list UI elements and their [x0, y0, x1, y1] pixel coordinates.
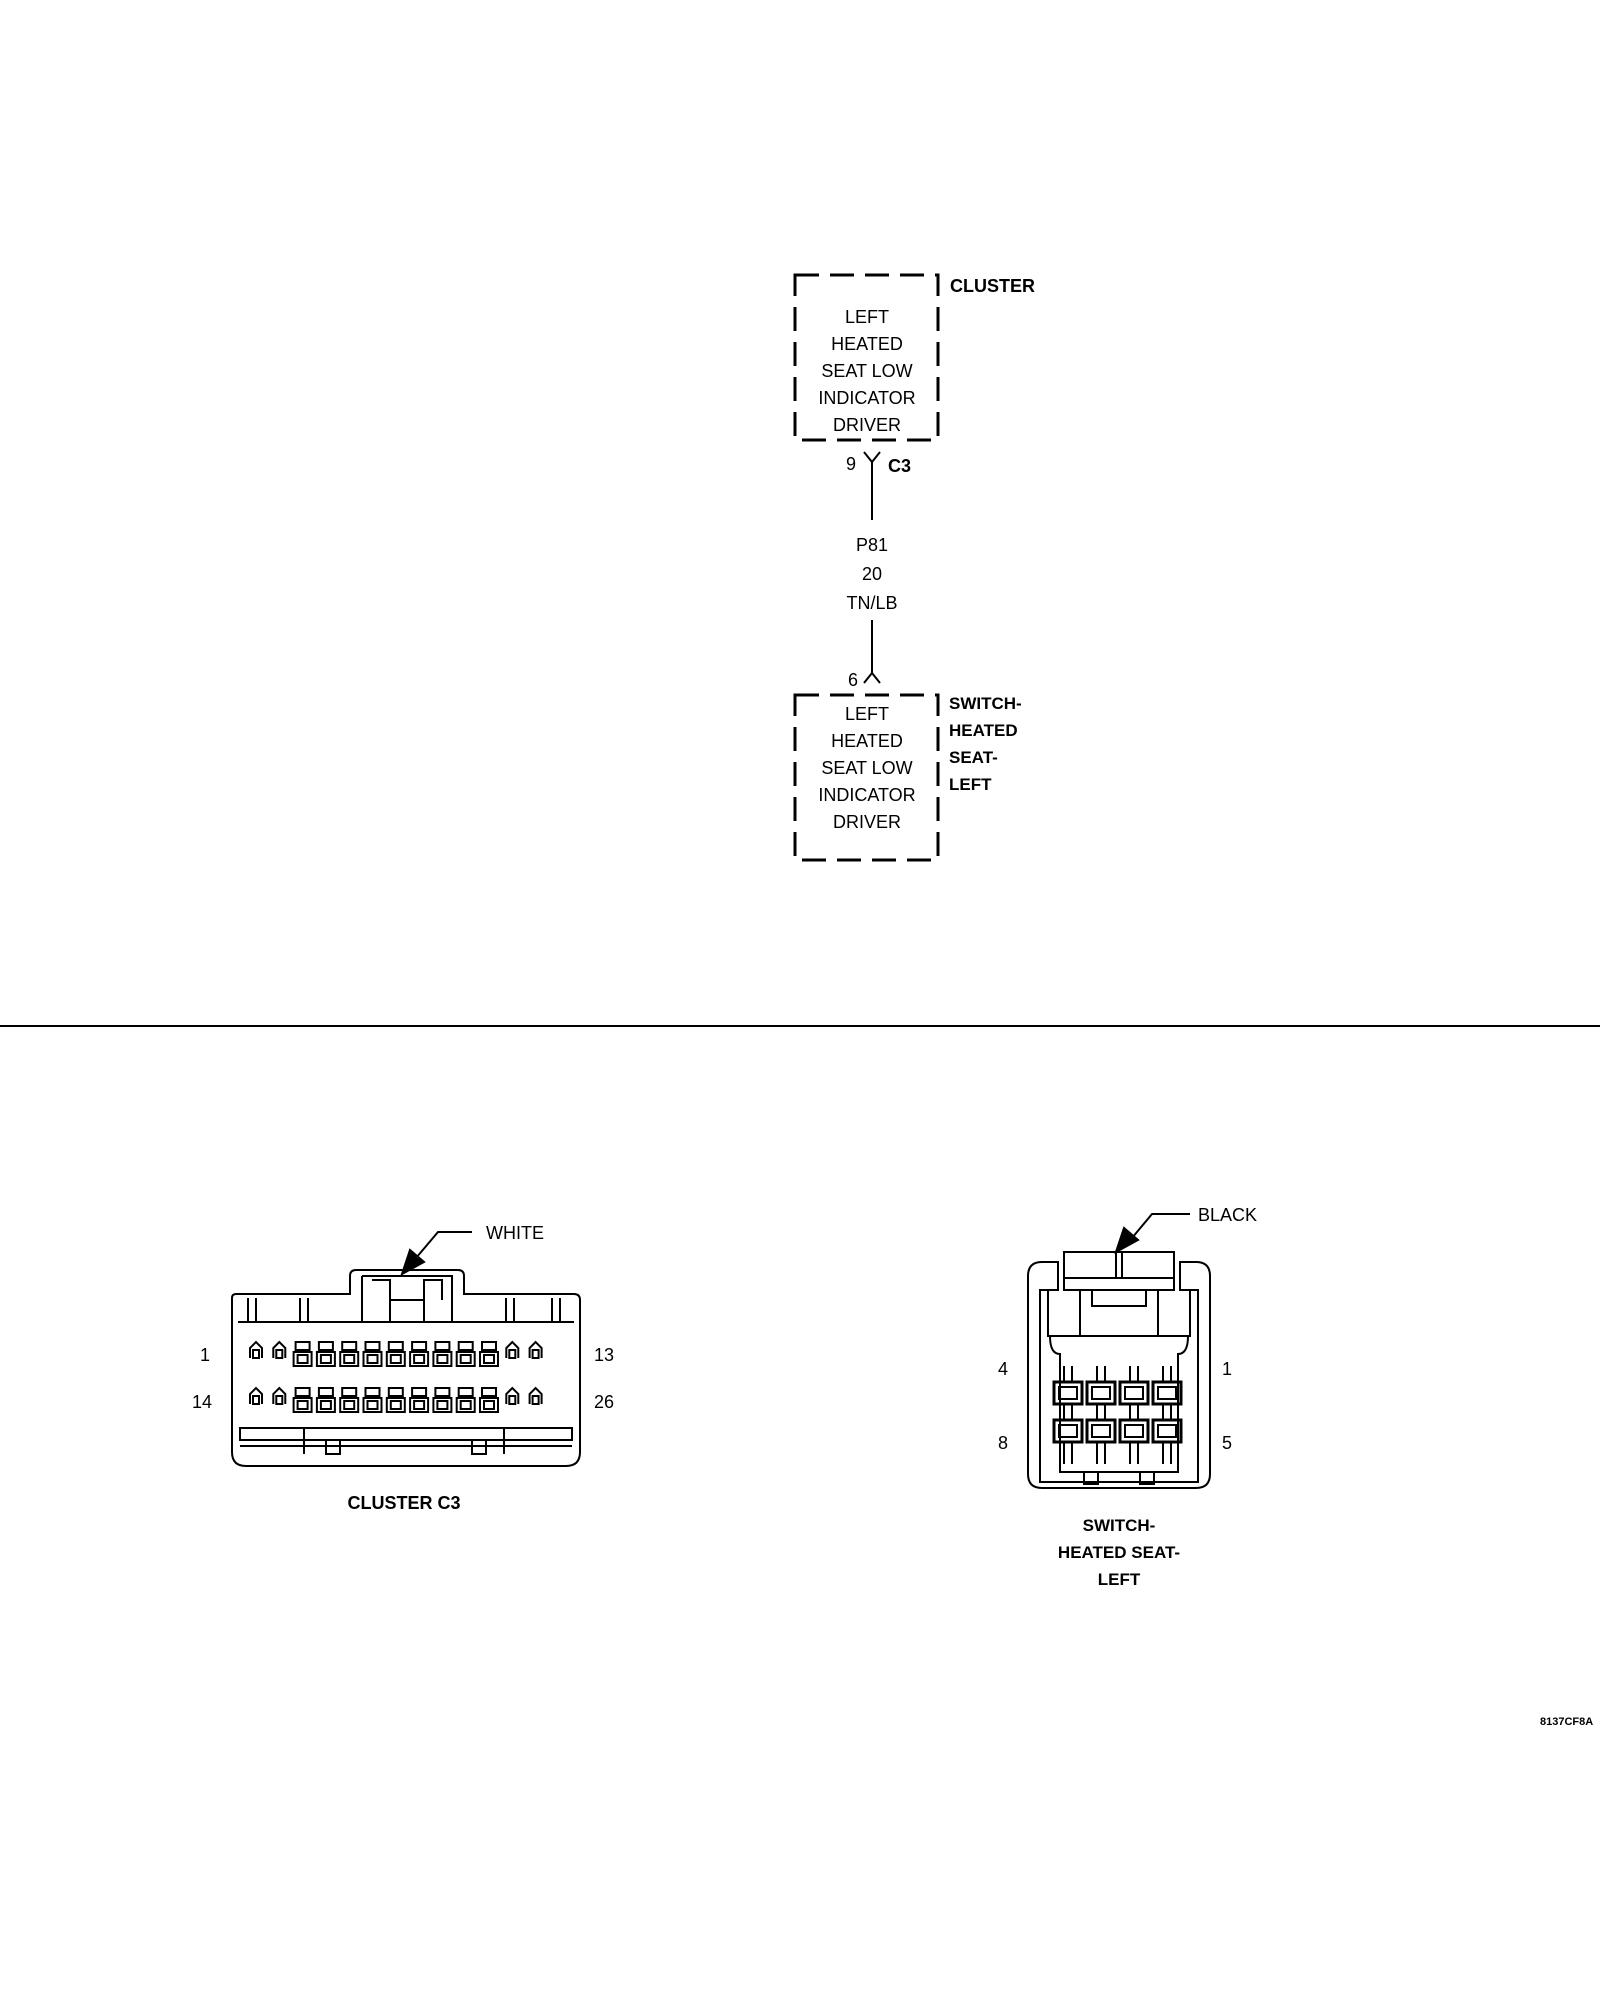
terminal-cavity: [1052, 1366, 1084, 1406]
switch-pin-8-label: 8: [998, 1433, 1009, 1453]
terminal-cavity: [432, 1341, 453, 1367]
terminal-cavity: [339, 1387, 360, 1413]
cluster-c3-terminal-cavities: [249, 1340, 543, 1413]
terminal-cavity: [1052, 1404, 1084, 1464]
switch-label-line: LEFT: [949, 775, 992, 794]
terminal-cavity: [528, 1340, 543, 1359]
switch-pin-1-label: 1: [1222, 1359, 1233, 1379]
switch-function-line: HEATED: [831, 731, 903, 751]
terminal-cavity: [249, 1340, 263, 1359]
switch-connector-face: [1027, 1251, 1211, 1489]
terminal-cavity: [1151, 1366, 1183, 1406]
terminal-cavity: [505, 1340, 520, 1359]
terminal-cavity: [505, 1386, 520, 1405]
terminal-cavity: [1085, 1366, 1117, 1406]
terminal-cavity: [479, 1387, 499, 1413]
terminal-cavity: [409, 1341, 430, 1367]
switch-function-line: SEAT LOW: [821, 758, 913, 778]
cluster-function-line: LEFT: [844, 307, 889, 327]
switch-function-line: DRIVER: [832, 812, 901, 832]
terminal-cavity: [385, 1341, 406, 1367]
switch-label-line: SEAT-: [949, 748, 998, 767]
terminal-cavity: [409, 1387, 430, 1413]
cluster-connector-id: C3: [888, 456, 912, 476]
terminal-cavity: [339, 1341, 360, 1367]
switch-label-line: HEATED: [949, 721, 1018, 740]
cluster-function-line: HEATED: [831, 334, 903, 354]
cluster-pin-13-label: 13: [594, 1345, 615, 1365]
switch-function-line: LEFT: [844, 704, 889, 724]
cluster-pin-number: 9: [846, 454, 857, 474]
cluster-pin-14-label: 14: [192, 1392, 213, 1412]
switch-caption-line: SWITCH-: [1082, 1516, 1156, 1535]
terminal-cavity: [1118, 1366, 1150, 1406]
switch-function-line: INDICATOR: [818, 785, 916, 805]
wire-circuit: P81: [855, 535, 889, 555]
terminal-cavity: [292, 1341, 313, 1367]
cluster-function-line: DRIVER: [832, 415, 901, 435]
cluster-box: [793, 273, 940, 442]
cluster-pin-26-label: 26: [594, 1392, 615, 1412]
black-color-label: BLACK: [1198, 1205, 1258, 1225]
terminal-cavity: [315, 1341, 336, 1367]
terminal-cavity: [385, 1387, 406, 1413]
terminal-cavity: [432, 1387, 453, 1413]
terminal-cavity: [315, 1387, 336, 1413]
terminal-cavity: [272, 1340, 287, 1359]
switch-caption-line: LEFT: [1097, 1570, 1141, 1589]
terminal-cavity: [362, 1341, 383, 1367]
terminal-cavity: [272, 1386, 287, 1405]
terminal-cavity: [479, 1341, 499, 1367]
switch-caption-line: HEATED SEAT-: [1057, 1543, 1181, 1562]
terminal-cavity: [292, 1387, 313, 1413]
terminal-cavity: [1151, 1404, 1183, 1464]
cluster-c3-connector-face: [231, 1269, 581, 1467]
switch-function-text: LEFT HEATED SEAT LOW INDICATOR DRIVER: [795, 701, 939, 836]
switch-pin-5-label: 5: [1222, 1433, 1233, 1453]
terminal-cavity: [455, 1341, 476, 1367]
terminal-cavity: [1118, 1404, 1150, 1464]
terminal-cavity: [455, 1387, 476, 1413]
switch-pin-4-label: 4: [998, 1359, 1009, 1379]
white-pointer: [400, 1231, 472, 1277]
wire-gauge: 20: [861, 564, 883, 584]
figure-id: 8137CF8A: [1540, 1716, 1594, 1728]
terminal-cavity: [528, 1386, 543, 1405]
cluster-function-line: INDICATOR: [818, 388, 916, 408]
terminal-cavity: [362, 1387, 383, 1413]
switch-connector-symbol: [863, 671, 881, 684]
terminal-cavity: [249, 1386, 263, 1405]
white-color-label: WHITE: [486, 1223, 544, 1243]
wire-color: TN/LB: [846, 593, 898, 613]
cluster-pin-1-label: 1: [200, 1345, 211, 1365]
cluster-function-text: LEFT HEATED SEAT LOW INDICATOR DRIVER: [795, 304, 939, 439]
switch-box: [793, 693, 940, 862]
switch-label-line: SWITCH-: [949, 694, 1022, 713]
switch-pin-number: 6: [848, 670, 859, 690]
switch-terminal-cavities: [1052, 1366, 1183, 1464]
cluster-function-line: SEAT LOW: [821, 361, 913, 381]
switch-label: SWITCH- HEATED SEAT- LEFT: [949, 690, 1022, 798]
terminal-cavity: [1085, 1404, 1117, 1464]
switch-caption: SWITCH- HEATED SEAT- LEFT: [1019, 1512, 1219, 1593]
cluster-c3-caption: CLUSTER C3: [347, 1493, 461, 1513]
black-pointer: [1114, 1213, 1190, 1255]
cluster-label: CLUSTER: [950, 276, 1035, 296]
